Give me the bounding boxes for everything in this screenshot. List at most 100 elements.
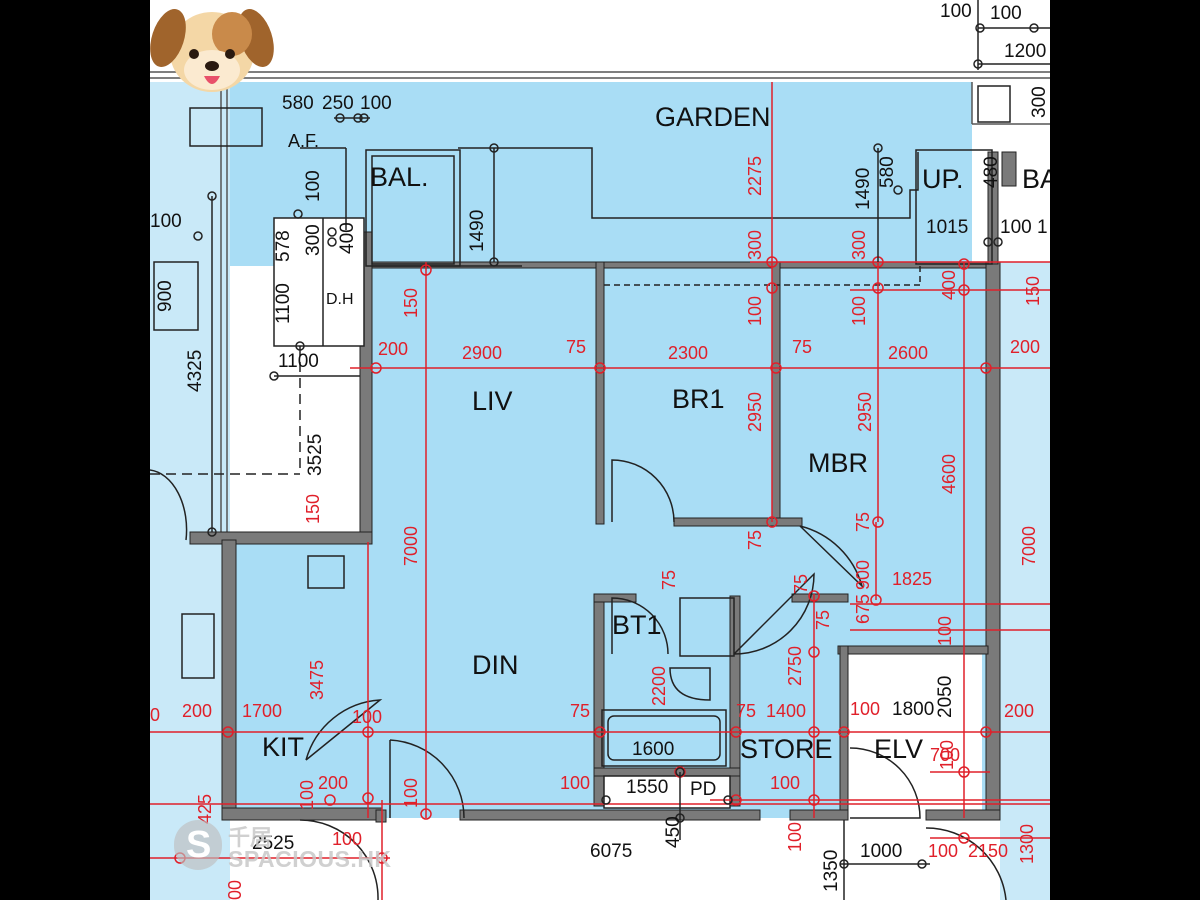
rdim-75d: 75 [853, 511, 873, 532]
rdim-2200: 2200 [649, 665, 669, 706]
kit-sink [307, 555, 345, 589]
wall-kitchen-top [189, 531, 373, 545]
dim-top-100b: 100 [990, 3, 1022, 24]
rdim-1800: 1800 [892, 699, 935, 720]
rdim-200-right: 200 [1010, 337, 1041, 357]
dim-tl-250: 250 [322, 93, 354, 114]
door-elv [849, 747, 921, 819]
rdim-100b: 100 [849, 295, 869, 326]
rdim-4600: 4600 [939, 453, 959, 494]
room-label-store: STORE [740, 734, 833, 764]
rdim-2275: 2275 [745, 155, 765, 196]
wall-br1-right [771, 261, 781, 525]
logo-en-text: SPACIOUS.HK [228, 846, 392, 872]
room-label-garden: GARDEN [655, 102, 771, 132]
rdim-75i: 75 [736, 701, 757, 721]
dim-100-1: 100 1 [1000, 217, 1048, 238]
dim-480: 480 [981, 156, 1002, 188]
rdim-1300: 1300 [1017, 823, 1037, 864]
top-border [150, 71, 1050, 540]
rdim-3475: 3475 [307, 659, 327, 700]
door-br1 [611, 459, 675, 523]
dim-900: 900 [155, 280, 176, 312]
wall-right [985, 261, 1001, 819]
rdim-400: 400 [939, 269, 959, 300]
rdim-2950b: 2950 [855, 391, 875, 432]
wall-elv-top [837, 645, 989, 655]
left-neighbor-fill [150, 82, 230, 900]
neighbor-sink [181, 613, 215, 679]
wall-bottom [459, 809, 761, 821]
room-label-up: UP. [922, 164, 964, 194]
wall-br1-bottom [673, 517, 803, 527]
door-neighbor [150, 469, 188, 541]
rdim-7000-right: 7000 [1019, 525, 1039, 566]
dim-right-300: 300 [1029, 86, 1050, 118]
door-swings [150, 459, 1007, 900]
room-label-ba: BA [1022, 164, 1050, 194]
wall-store-top [791, 593, 849, 603]
dim-1550: 1550 [626, 777, 669, 798]
rdim-2600: 2600 [888, 343, 929, 363]
dim-1015: 1015 [926, 217, 969, 238]
rdim-2150: 2150 [968, 841, 1009, 861]
door-mbr [799, 525, 864, 589]
rdim-1700: 1700 [242, 701, 283, 721]
dim-1600: 1600 [632, 739, 675, 760]
rdim-100e: 100 [770, 773, 801, 793]
dim-450: 450 [663, 816, 684, 848]
rdim-7000-left: 7000 [401, 525, 421, 566]
dim-1100v: 1100 [273, 283, 294, 324]
dim-top-1200: 1200 [1004, 41, 1047, 62]
rdim-100f: 100 [937, 739, 957, 770]
rdim-75a: 75 [566, 337, 587, 357]
room-fills [150, 82, 1050, 900]
red-dim-markers [174, 256, 992, 864]
rdim-200e: 200 [1004, 701, 1035, 721]
rdim-75f: 75 [659, 569, 679, 590]
door-corr-right [925, 827, 1007, 900]
dim-left-100: 100 [150, 211, 182, 232]
floor-plan-drawing [150, 0, 1050, 900]
rdim-2300: 2300 [668, 343, 709, 363]
rdim-1825: 1825 [892, 569, 933, 589]
rdim-100c: 100 [935, 615, 955, 646]
room-label-bal: BAL. [370, 162, 429, 192]
door-bt1 [611, 597, 669, 655]
rdim-2950a: 2950 [745, 391, 765, 432]
wall-bt1-right [729, 595, 741, 807]
dim-1100h: 1100 [278, 351, 319, 372]
red-dimension-lines [150, 82, 1050, 900]
rdim-2050: 2050 [935, 675, 956, 718]
room-label-pd: PD [690, 779, 717, 800]
bathtub-inner [607, 715, 721, 761]
wall-store-bottom [789, 809, 849, 821]
rdim-2900: 2900 [462, 343, 503, 363]
room-label-bt1: BT1 [612, 610, 662, 640]
rdim-900b: 900 [853, 559, 873, 590]
rdim-75e: 75 [813, 609, 833, 630]
dim-400: 400 [337, 222, 358, 254]
room-label-br1: BR1 [672, 384, 725, 414]
spacious-logo: S 千居 SPACIOUS.HK [174, 818, 391, 878]
rdim-100n: 100 [928, 841, 959, 861]
rdim-100l: 100 [785, 821, 805, 852]
logo-cn-text: 千居 [228, 825, 273, 850]
room-label-mbr: MBR [808, 448, 868, 478]
rdim-200-kit: 200 [182, 701, 213, 721]
rdim-1400: 1400 [766, 701, 807, 721]
rdim-300b: 300 [849, 229, 869, 260]
dim-3525: 3525 [305, 433, 326, 476]
wall-kitchen-left [221, 539, 237, 819]
rdim-100a: 100 [745, 295, 765, 326]
wall-top [371, 261, 993, 269]
room-label-liv: LIV [472, 386, 513, 416]
dh-box [273, 217, 365, 347]
dim-1000: 1000 [860, 841, 903, 862]
door-din [389, 739, 465, 819]
door-kit [305, 699, 383, 761]
rdim-150c: 150 [303, 493, 323, 524]
rdim-200g: 200 [318, 773, 349, 793]
wall-ba-left [1001, 151, 1017, 187]
rdim-0: 0 [150, 705, 161, 725]
